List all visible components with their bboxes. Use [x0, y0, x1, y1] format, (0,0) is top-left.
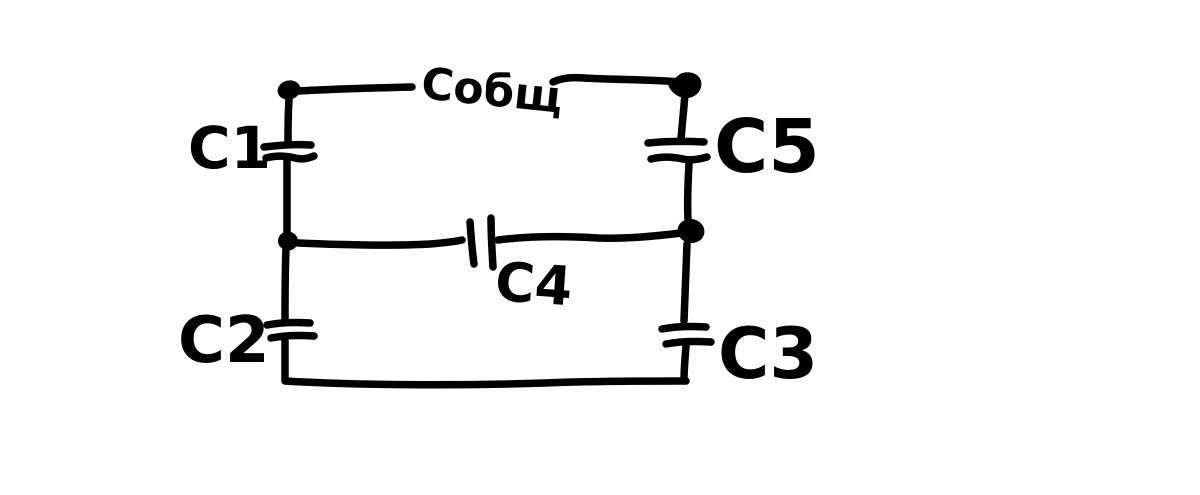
c5-lead-bottom [683, 159, 693, 223]
wires-group [281, 73, 690, 389]
node-top-right [668, 72, 702, 99]
label-c3: C3 [718, 313, 818, 395]
capacitor-c3-symbol [658, 240, 715, 384]
c1-plate-bottom [262, 152, 318, 163]
c3-lead-bottom [680, 342, 690, 384]
label-c5: C5 [714, 104, 820, 190]
c2-lead-top [281, 245, 290, 324]
c2-plate-top [263, 318, 314, 329]
label-c1: C1 [188, 114, 271, 182]
wire-top-right-segment [549, 73, 684, 86]
capacitor-c4-symbol [466, 214, 497, 271]
label-c4: C4 [493, 250, 574, 318]
c3-lead-top [680, 240, 691, 325]
wire-middle-right-segment [494, 229, 685, 244]
wire-middle-left-segment [294, 236, 466, 249]
c5-plate-top [644, 137, 708, 147]
label-c-total: Cобщ [419, 58, 565, 124]
node-middle-right [677, 218, 705, 244]
c3-plate-top [658, 322, 710, 333]
c1-lead-top [284, 96, 293, 146]
c2-plate-bottom [267, 331, 318, 342]
c4-plate-left [466, 218, 478, 268]
capacitor-c2-symbol [263, 245, 318, 384]
c3-plate-bottom [662, 337, 715, 348]
c5-plate-bottom [647, 153, 711, 164]
labels-group: Cобщ C1 C5 C4 C2 C3 [178, 58, 820, 395]
c1-plate-top [260, 140, 315, 151]
capacitor-c5-symbol [644, 89, 711, 223]
node-top-left [277, 80, 301, 100]
junction-nodes-group [277, 72, 705, 251]
wire-top-left-segment [295, 83, 416, 95]
c4-plate-right [487, 214, 497, 271]
c5-lead-top [677, 89, 689, 144]
capacitor-c1-symbol [260, 96, 318, 237]
node-middle-left [278, 231, 298, 251]
label-c2: C2 [178, 304, 270, 378]
wire-bottom-rail [281, 377, 690, 389]
